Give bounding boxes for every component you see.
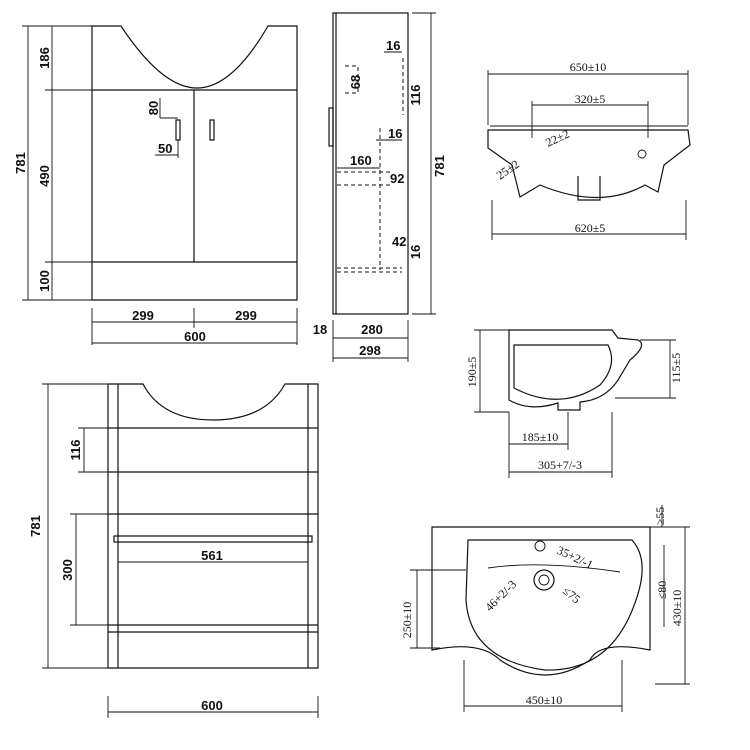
- side-dim-781: 781: [432, 155, 447, 177]
- basin-side-outline: [508, 329, 643, 411]
- basin-front-dim-320: 320±5: [575, 92, 606, 106]
- front-dim-299-left: 299: [132, 308, 154, 323]
- basin-top-view: ≥55 35+2/-1 46+2/-3 ≤75 ≤80 250±10 430±1…: [400, 505, 690, 712]
- interior-dim-600: 600: [201, 698, 223, 713]
- basin-top-outline: [431, 526, 651, 676]
- front-dim-50: 50: [158, 141, 172, 156]
- side-dim-16-low: 16: [408, 245, 423, 259]
- side-hidden-lines: [337, 58, 404, 273]
- side-dim-116: 116: [408, 85, 423, 106]
- interior-dim-781: 781: [28, 515, 43, 537]
- basin-top-dim-75: ≤75: [560, 584, 583, 607]
- side-view: 16 68 116 16 160 92 42 16 781 18 280 298: [313, 12, 447, 362]
- basin-top-dim-55: ≥55: [653, 507, 667, 526]
- basin-top-dim-80: ≤80: [655, 581, 669, 600]
- interior-shelf: [113, 535, 313, 543]
- interior-dim-300: 300: [60, 559, 75, 581]
- interior-cabinet-outline: [107, 383, 319, 669]
- side-cabinet-outline: [332, 12, 409, 315]
- basin-front-view: 650±10 320±5 25±2 22±2 620±5: [487, 60, 691, 240]
- basin-top-tap-hole: [534, 540, 546, 552]
- side-dim-68: 68: [348, 75, 363, 89]
- front-dim-299-right: 299: [235, 308, 257, 323]
- basin-top-dim-250: 250±10: [400, 602, 414, 639]
- basin-top-waste: [533, 569, 555, 591]
- side-dim-280: 280: [361, 322, 383, 337]
- side-dim-16-mid: 16: [388, 126, 402, 141]
- basin-side-dim-115: 115±5: [669, 353, 683, 383]
- side-dim-298: 298: [359, 343, 381, 358]
- front-dim-781: 781: [13, 152, 28, 174]
- basin-top-dim-35: 35+2/-1: [555, 543, 595, 572]
- basin-front-waste: [577, 176, 601, 201]
- interior-dim-561: 561: [201, 548, 223, 563]
- side-dim-160: 160: [350, 153, 372, 168]
- front-dim-80: 80: [146, 101, 161, 115]
- basin-top-bowl: [465, 539, 643, 671]
- basin-front-tap-hole: [637, 149, 647, 159]
- basin-side-dim-185: 185±10: [522, 430, 559, 444]
- front-dim-600: 600: [184, 329, 206, 344]
- basin-top-overflow: [487, 564, 621, 573]
- side-handle: [328, 107, 334, 147]
- basin-side-bowl: [513, 344, 613, 400]
- right-door-handle: [209, 119, 215, 141]
- basin-top-dim-46: 46+2/-3: [482, 577, 519, 614]
- basin-top-dim-450: 450±10: [526, 693, 563, 707]
- side-dim-18: 18: [313, 322, 327, 337]
- left-door-handle: [175, 119, 181, 141]
- side-dim-16-top: 16: [386, 38, 400, 53]
- basin-side-dim-305: 305+7/-3: [538, 458, 582, 472]
- basin-front-dim-25: 25±2: [494, 157, 522, 183]
- front-dim-186: 186: [37, 47, 52, 69]
- basin-front-dim-650: 650±10: [570, 60, 607, 74]
- basin-top-dim-430: 430±10: [670, 590, 684, 627]
- front-dim-100: 100: [37, 270, 52, 292]
- side-dim-92: 92: [390, 171, 404, 186]
- basin-front-dim-620: 620±5: [575, 221, 606, 235]
- front-cabinet-outline: [91, 25, 298, 301]
- front-view: 186 781 490 100 80 50 299 299 600: [13, 25, 298, 345]
- interior-dim-116: 116: [68, 440, 83, 461]
- basin-front-outline: [487, 129, 691, 198]
- front-dim-490: 490: [37, 165, 52, 187]
- basin-side-dim-190: 190±5: [465, 357, 479, 388]
- side-dim-42: 42: [392, 234, 406, 249]
- basin-side-view: 190±5 115±5 185±10 305+7/-3: [465, 329, 683, 478]
- interior-view: 116 781 300 561 600: [28, 383, 319, 718]
